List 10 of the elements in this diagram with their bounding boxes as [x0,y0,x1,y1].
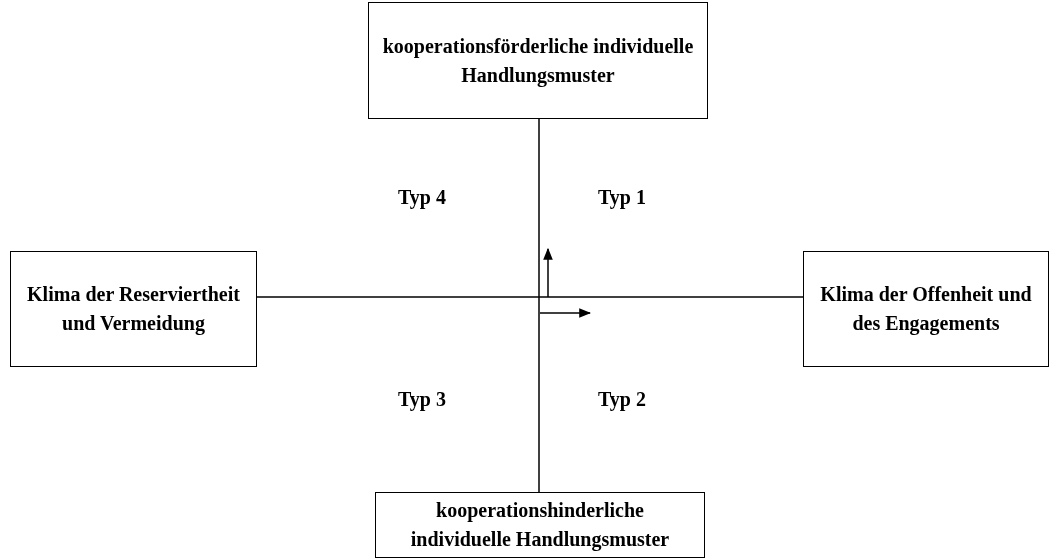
connector-line [538,118,540,493]
connector-line [256,296,804,298]
text-box: Klima der Offenheit und des Engagements [803,251,1049,367]
quadrant-label: Typ 4 [398,186,446,209]
text-box: Klima der Reserviertheit und Vermeidung [10,251,257,367]
quadrant-label: Typ 2 [598,388,646,411]
quadrant-label: Typ 1 [598,186,646,209]
quadrant-label: Typ 3 [398,388,446,411]
text-box: kooperationshinderliche individuelle Handlungsmuster [375,492,705,558]
text-box: kooperationsförderliche individuelle Handlungsmuster [368,2,708,119]
